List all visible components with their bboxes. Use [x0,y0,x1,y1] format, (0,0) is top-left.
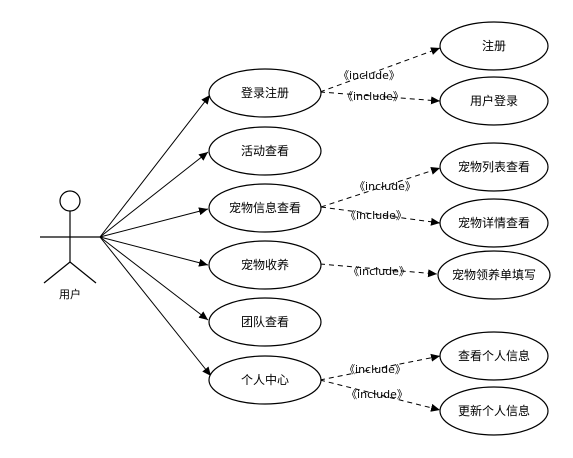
use-case-pet-adopt [208,240,322,290]
actor-label: 用户 [59,287,81,301]
use-case-pet-list-view [439,142,549,192]
actor-leg-left [43,261,71,284]
include-relations [319,47,441,412]
include-line-register [319,47,441,93]
include-line-pet-adopt-form [319,263,438,278]
include-line-user-login [319,91,441,105]
use-case-label-activity-view: 活动查看 [241,144,289,158]
associations [99,94,212,377]
use-case-label-view-personal-info: 查看个人信息 [458,348,530,363]
include-label-pet-detail-view: 《include》 [345,209,407,222]
include-label-pet-list-view: 《include》 [354,180,416,193]
actor-head [59,190,81,212]
use-case-label-personal-center: 个人中心 [241,372,289,387]
use-case-team-view [208,297,322,347]
use-case-activity-view [208,126,322,176]
use-case-user-login [439,76,549,126]
sub-use-cases [437,21,551,436]
sub-use-case-labels: 注册 用户登录 宠物列表查看 宠物详情查看 宠物领养单填写 查看个人信息 更新个… [452,38,536,418]
use-case-pet-info-view [208,183,322,233]
main-use-case-labels: 登录注册 活动查看 宠物信息查看 宠物收养 团队查看 个人中心 [229,85,301,387]
include-label-register: 《include》 [338,69,400,82]
association-personal-center [99,236,212,377]
use-case-login-register [208,68,322,118]
include-label-user-login: 《include》 [342,90,404,103]
use-case-pet-adopt-form [437,250,551,300]
use-case-personal-center [208,355,322,405]
use-case-update-personal-info [439,386,549,436]
include-line-view-personal-info [319,353,441,381]
association-activity-view [99,151,209,238]
association-login-register [99,94,211,238]
use-case-label-login-register: 登录注册 [241,85,289,100]
include-label-update-personal-info: 《include》 [346,388,408,401]
actor-leg-right [69,261,97,284]
include-line-update-personal-info [319,379,441,412]
association-team-view [99,236,209,321]
association-pet-adopt [99,236,209,267]
use-case-view-personal-info [439,331,549,381]
use-case-label-register: 注册 [482,38,506,53]
main-use-cases [208,68,322,405]
include-label-pet-adopt-form: 《include》 [348,265,410,278]
use-case-label-pet-adopt: 宠物收养 [241,257,289,272]
include-labels: 《include》 《include》 《include》 《include》 … [338,69,416,401]
use-case-label-user-login: 用户登录 [470,93,518,108]
use-case-label-update-personal-info: 更新个人信息 [458,403,530,418]
include-line-pet-detail-view [320,206,441,226]
use-case-label-pet-list-view: 宠物列表查看 [458,159,530,174]
include-line-pet-list-view [320,167,441,208]
use-case-label-team-view: 团队查看 [241,314,289,329]
use-case-label-pet-adopt-form: 宠物领养单填写 [452,267,536,282]
association-pet-info-view [99,207,209,238]
use-case-label-pet-detail-view: 宠物详情查看 [458,215,530,230]
actor-user [40,190,100,284]
include-label-view-personal-info: 《include》 [344,363,406,376]
use-case-pet-detail-view [439,198,549,248]
use-case-label-pet-info-view: 宠物信息查看 [229,200,301,215]
use-case-register [439,21,549,71]
